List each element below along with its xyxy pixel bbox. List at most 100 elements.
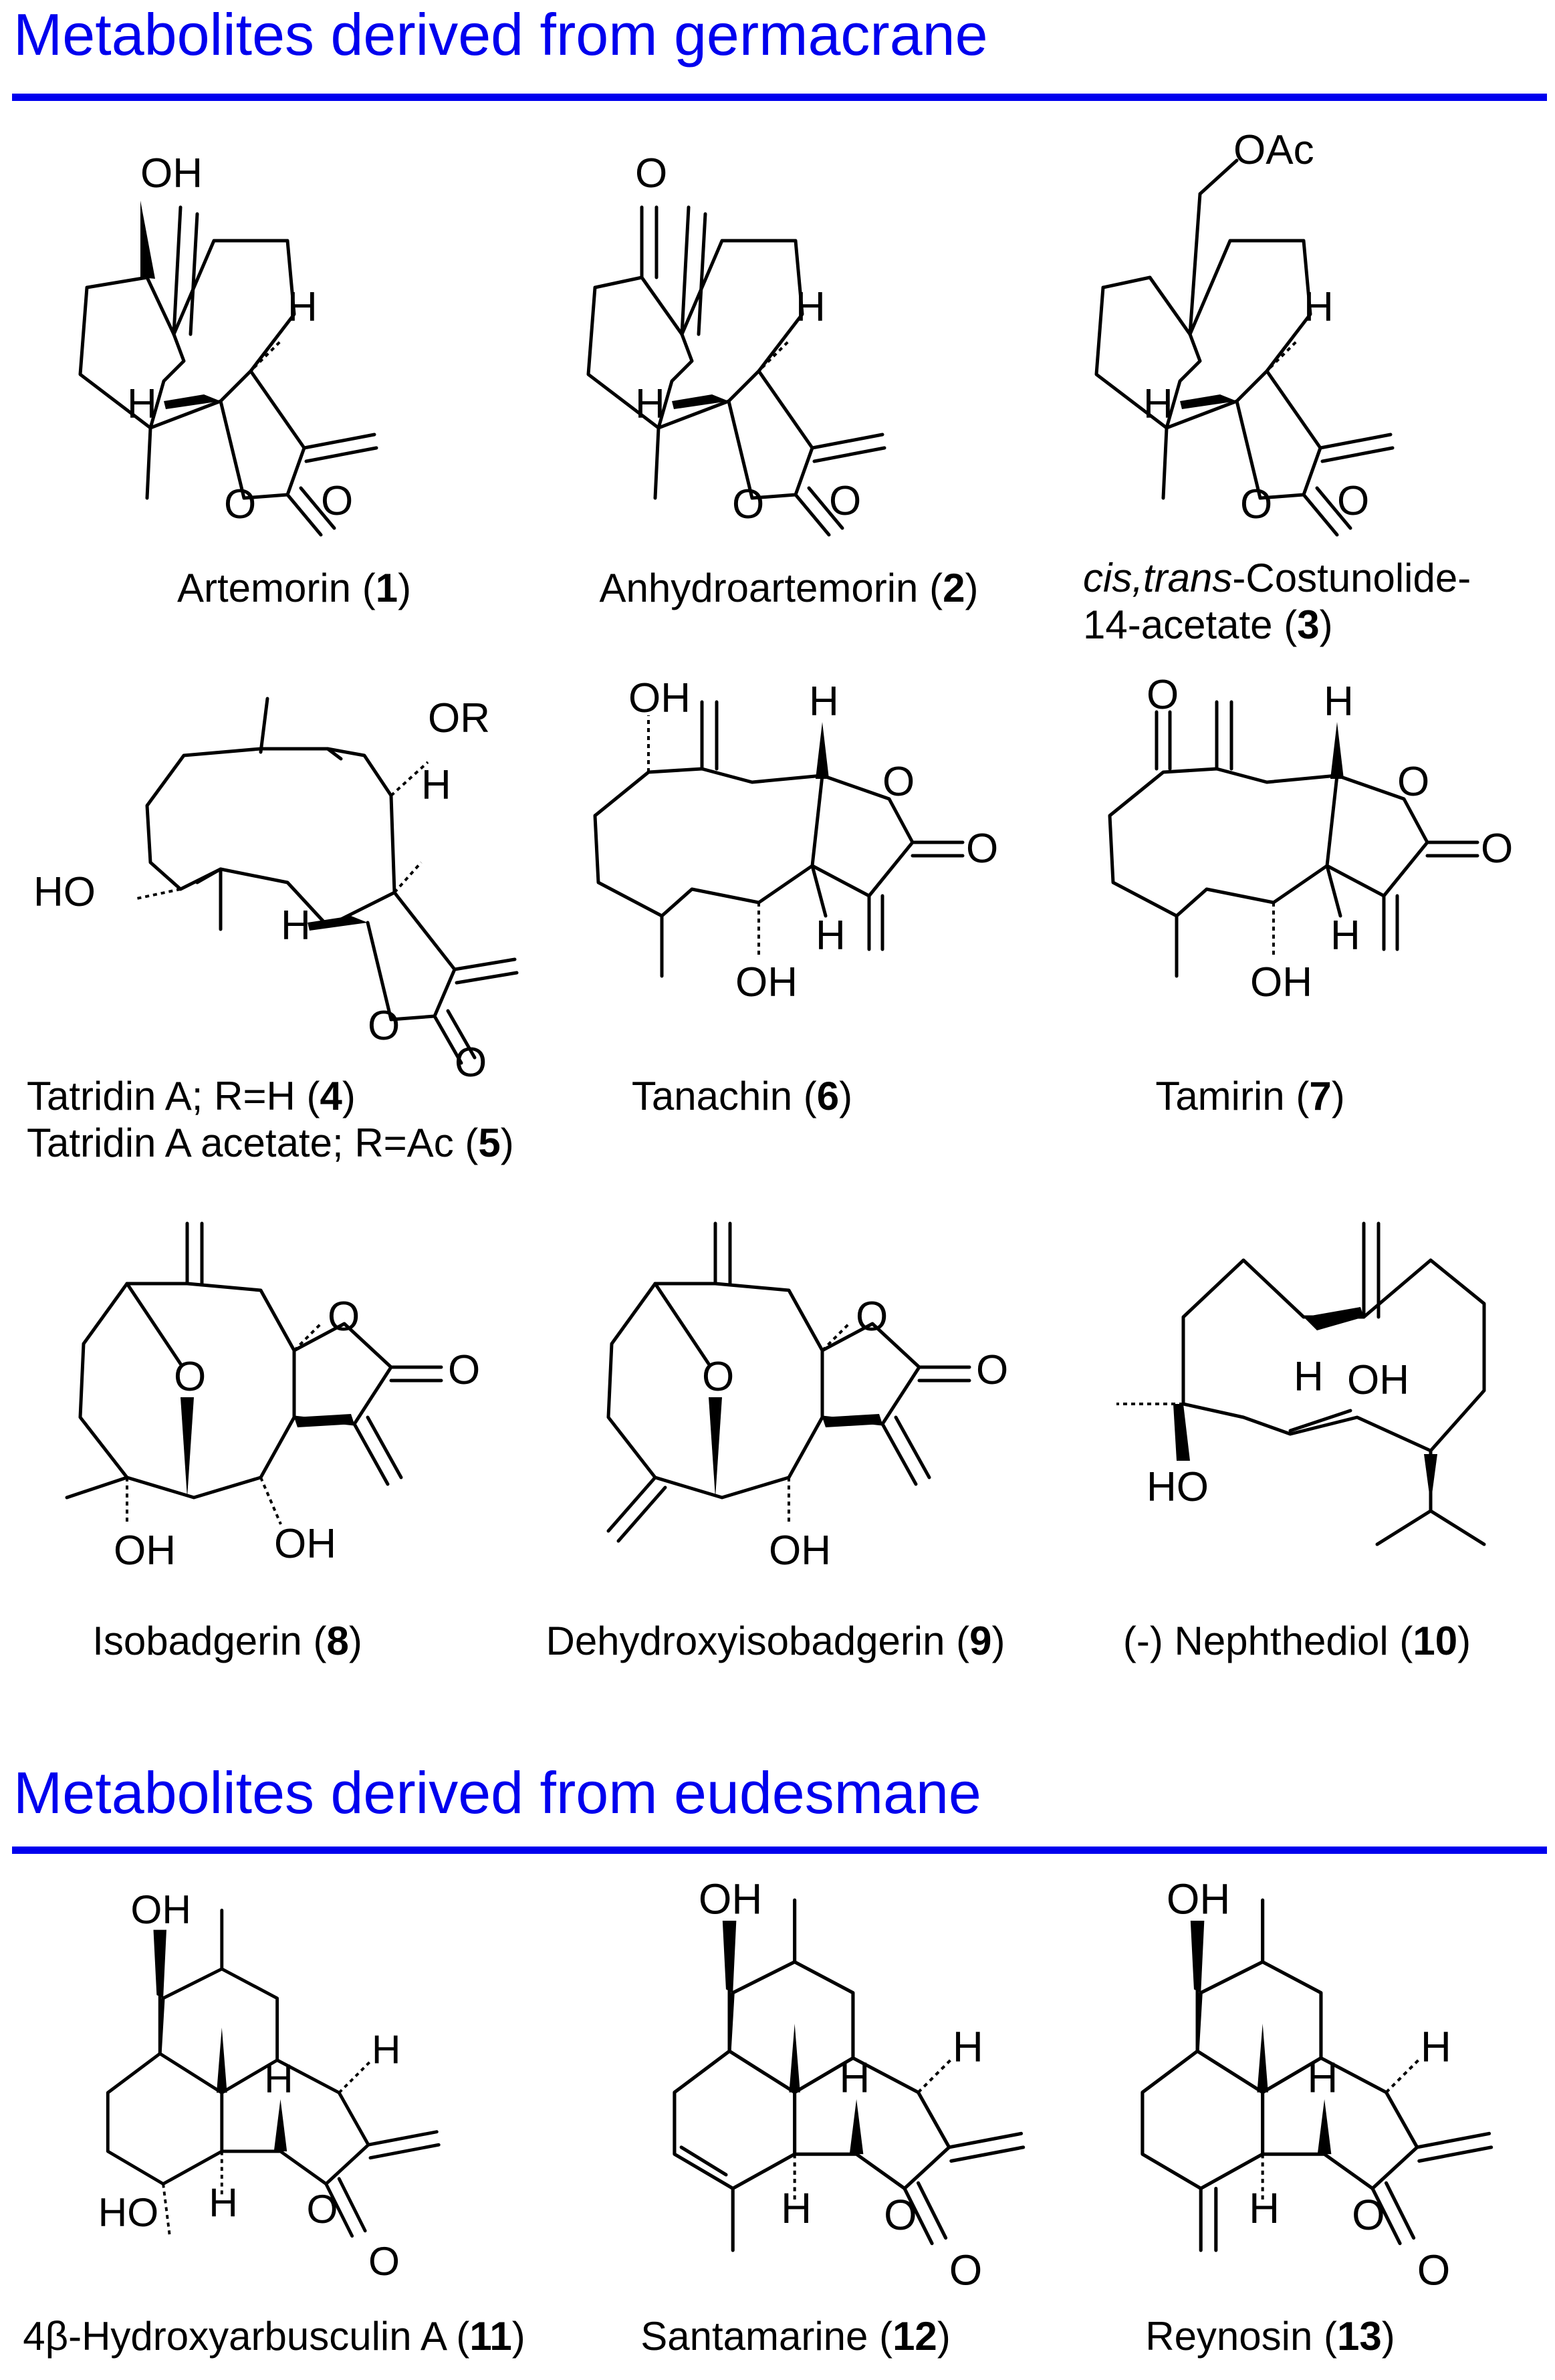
atom-label: H	[1421, 2024, 1451, 2071]
atom-label: OR	[428, 695, 490, 741]
compound-artemorin: OH H H O O Artemorin (1)	[40, 120, 548, 615]
atom-label: H	[264, 2056, 293, 2101]
atom-label: H	[781, 2185, 812, 2232]
atom-label: O	[1147, 672, 1179, 718]
atom-label: H	[421, 762, 451, 808]
atom-label: H	[287, 284, 318, 330]
structure-dehydroxyisobadgerin: O O O OH	[606, 1221, 1008, 1574]
atom-label: H	[1294, 1354, 1324, 1400]
atom-label: O	[1240, 481, 1272, 527]
compound-caption: (-) Nephthediol (10)	[1122, 1619, 1471, 1663]
atom-label: H	[372, 2026, 401, 2072]
atom-label: O	[732, 481, 764, 527]
compound-santamarine: OH H H H O O Santamarine (12)	[575, 1876, 1083, 2380]
atom-label: O	[949, 2246, 983, 2294]
atom-label: OH	[735, 959, 798, 1005]
atom-label: O	[174, 1354, 206, 1400]
compound-caption: cis,trans-Costunolide-	[1083, 556, 1471, 600]
atom-label: O	[321, 478, 353, 524]
atom-label: OH	[114, 1528, 176, 1574]
atom-label: OH	[274, 1521, 336, 1567]
structure-isobadgerin: O O O OH OH	[65, 1221, 480, 1574]
atom-label: OH	[140, 150, 203, 197]
compound-caption: Artemorin (1)	[176, 566, 412, 610]
atom-label: O	[368, 1003, 400, 1049]
structure-santamarine: OH H H H O O	[673, 1876, 1026, 2294]
compound-tatridin-a: OR H HO H O O Tatridin A; R=H (4) Tatrid…	[27, 662, 535, 1165]
atom-label: O	[1397, 759, 1429, 805]
compound-reynosin: OH H H H O O Reynosin (13)	[1043, 1876, 1551, 2380]
section-divider	[12, 1847, 1547, 1854]
atom-label: O	[368, 2238, 400, 2284]
atom-label: OH	[1167, 1876, 1230, 1923]
atom-label: O	[976, 1347, 1008, 1393]
compound-nephthediol: H OH HO (-) Nephthediol (10)	[1070, 1197, 1555, 1691]
structure-reynosin: OH H H H O O	[1141, 1876, 1493, 2294]
atom-label: OH	[699, 1876, 762, 1923]
structure-tanachin: OH H O O H OH	[593, 675, 998, 1005]
atom-label: H	[1143, 381, 1173, 427]
atom-label: H	[209, 2179, 238, 2225]
section-title-germacrane: Metabolites derived from germacrane	[13, 1, 988, 68]
atom-label: O	[966, 826, 998, 872]
compound-tanachin: OH H O O H OH Tanachin (6)	[548, 662, 1056, 1157]
compound-caption: Tatridin A acetate; R=Ac (5)	[27, 1120, 514, 1165]
atom-label: H	[816, 913, 846, 959]
atom-label: HO	[1147, 1464, 1209, 1510]
atom-label: OH	[130, 1887, 191, 1932]
atom-label: H	[796, 284, 826, 330]
atom-label: H	[1304, 284, 1334, 330]
atom-label: H	[635, 381, 665, 427]
atom-label: O	[224, 481, 256, 527]
structure-costunolide-acetate: OAc H H O O	[1094, 127, 1395, 537]
atom-label: O	[1337, 478, 1369, 524]
compound-isobadgerin: O O O OH OH Isobadgerin (8)	[40, 1197, 548, 1691]
atom-label: O	[1417, 2246, 1451, 2294]
atom-label: HO	[33, 869, 96, 915]
atom-label: H	[281, 903, 311, 949]
atom-label: H	[1307, 2054, 1338, 2102]
atom-label: H	[839, 2054, 870, 2102]
compound-caption: Tanachin (6)	[631, 1074, 853, 1118]
section-divider	[12, 94, 1547, 101]
atom-label: H	[1330, 913, 1360, 959]
section-title-eudesmane: Metabolites derived from eudesmane	[13, 1760, 981, 1826]
compound-caption: Dehydroxyisobadgerin (9)	[546, 1619, 1005, 1663]
atom-label: HO	[98, 2189, 159, 2235]
compound-caption: Anhydroartemorin (2)	[599, 566, 979, 610]
compound-hydroxyarbusculin: OH H H HO H O O 4β-Hydroxyarbusculin A (…	[13, 1885, 525, 2380]
compound-anhydroartemorin: O H H O O Anhydroartemorin (2)	[535, 120, 1043, 615]
compound-caption: 14-acetate (3)	[1083, 602, 1333, 647]
atom-label: O	[635, 150, 667, 197]
compound-caption: Tatridin A; R=H (4)	[27, 1074, 356, 1118]
compound-dehydroxyisobadgerin: O O O OH Dehydroxyisobadgerin (9)	[546, 1197, 1056, 1691]
atom-label: O	[1481, 826, 1513, 872]
atom-label: O	[1352, 2191, 1385, 2239]
atom-label: O	[856, 1294, 888, 1340]
atom-label: OH	[1250, 959, 1312, 1005]
structure-tamirin: O H O O H OH	[1108, 672, 1513, 1005]
structure-artemorin: OH H H O O	[78, 150, 378, 537]
compound-costunolide-acetate: OAc H H O O cis,trans-Costunolide- 14-ac…	[1043, 120, 1551, 647]
compound-caption: Isobadgerin (8)	[92, 1619, 362, 1663]
atom-label: O	[884, 2191, 917, 2239]
atom-label: O	[702, 1354, 734, 1400]
atom-label: O	[455, 1040, 487, 1086]
atom-label: H	[1324, 679, 1354, 725]
atom-label: H	[127, 381, 157, 427]
compound-caption: Santamarine (12)	[640, 2314, 951, 2359]
atom-label: O	[882, 759, 915, 805]
compound-caption: 4β-Hydroxyarbusculin A (11)	[23, 2314, 525, 2359]
compound-caption: Tamirin (7)	[1155, 1074, 1345, 1118]
atom-label: O	[829, 478, 861, 524]
atom-label: OH	[1347, 1357, 1409, 1403]
atom-label: H	[809, 679, 839, 725]
structure-hydroxyarbusculin: OH H H HO H O O	[98, 1887, 441, 2284]
compound-tamirin: O H O O H OH Tamirin (7)	[1056, 662, 1555, 1157]
atom-label: O	[448, 1347, 480, 1393]
atom-label: H	[1249, 2185, 1280, 2232]
compound-caption: Reynosin (13)	[1145, 2314, 1395, 2359]
structure-tatridin-a: OR H HO H O O	[33, 695, 519, 1086]
atom-label: OH	[628, 675, 691, 721]
atom-label: O	[328, 1294, 360, 1340]
